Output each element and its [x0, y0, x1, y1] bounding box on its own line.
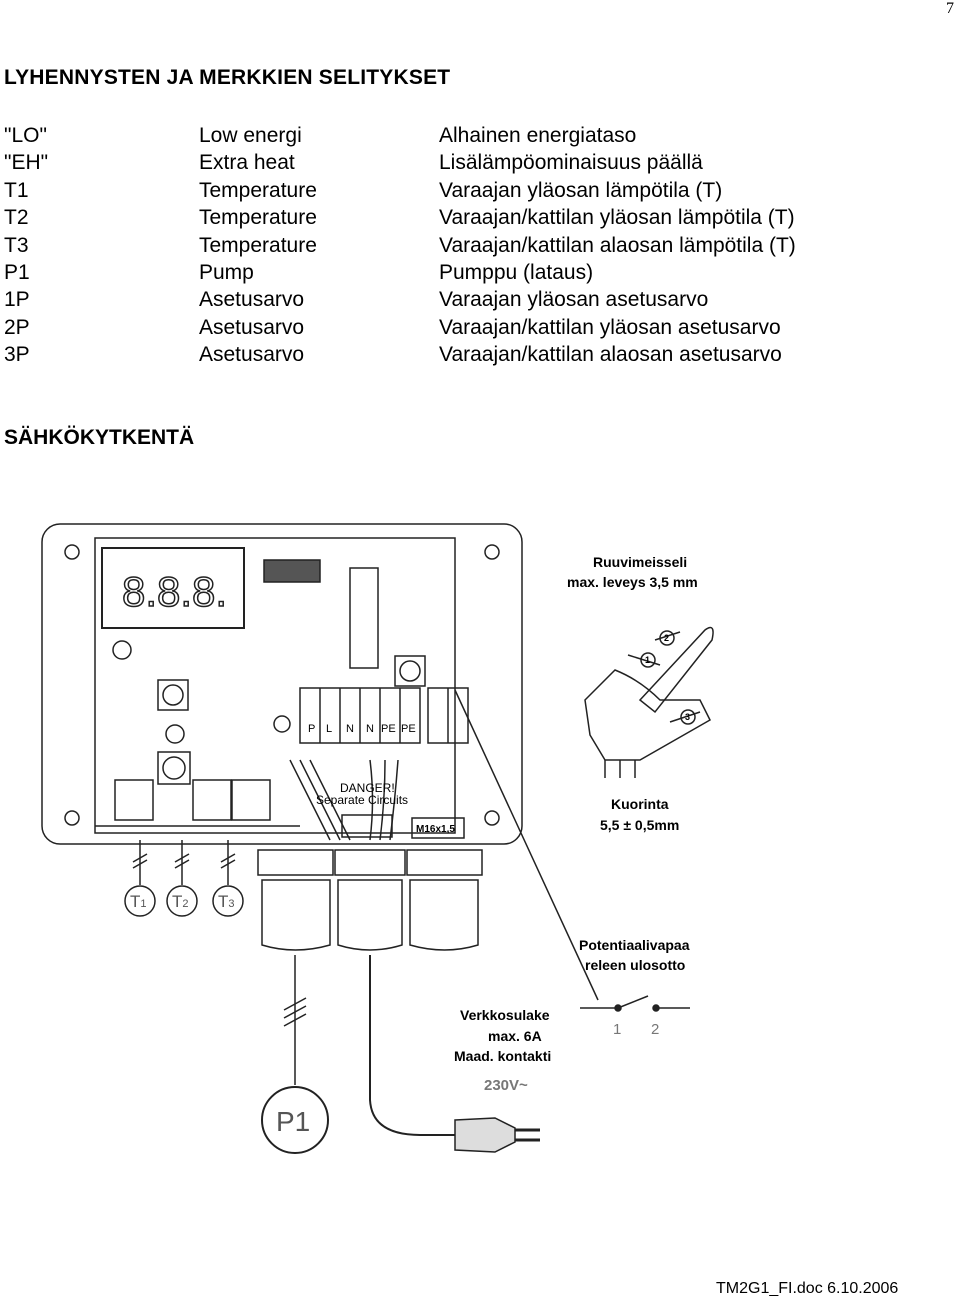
relay-output-label-2: releen ulosotto [585, 957, 685, 973]
abbreviation-code: 3P [4, 343, 30, 367]
cable-gland [406, 849, 483, 876]
page-number: 7 [946, 0, 954, 17]
terminal-detail [584, 669, 711, 761]
circuit-board [94, 537, 456, 834]
abbreviation-finnish: Varaajan yläosan lämpötila (T) [439, 178, 723, 202]
terminal-label: PE [401, 723, 416, 735]
relay-output-label: Potentiaalivapaa [579, 937, 690, 953]
pump-label: P1 [276, 1106, 310, 1137]
fuse-label: Verkkosulake [460, 1007, 550, 1023]
abbreviation-code: 2P [4, 315, 30, 339]
abbreviation-finnish: Varaajan/kattilan alaosan lämpötila (T) [439, 233, 796, 257]
abbreviation-english: Temperature [199, 178, 317, 202]
mounting-hole [64, 810, 80, 826]
screwdriver-width-label: max. leveys 3,5 mm [567, 574, 698, 590]
abbreviation-english: Extra heat [199, 151, 295, 175]
wiring-heading: SÄHKÖKYTKENTÄ [4, 426, 195, 449]
abbreviation-finnish: Varaajan/kattilan yläosan lämpötila (T) [439, 206, 795, 230]
relay-contact-label: 1 [613, 1021, 621, 1038]
screwdriver-label: Ruuvimeisseli [593, 554, 687, 570]
relay-contact-label: 2 [651, 1021, 659, 1038]
sensor-t2-icon [166, 885, 198, 917]
abbreviation-english: Temperature [199, 233, 317, 257]
cable-gland [334, 849, 406, 876]
display-window [101, 547, 245, 629]
potentiometer-3p [394, 655, 426, 687]
gland-label-box [411, 817, 465, 839]
terminal-label: P [308, 723, 315, 735]
sensor-connector [192, 779, 232, 821]
danger-label: DANGER! [340, 781, 395, 795]
step-label: 1 [645, 655, 650, 665]
strip-length-label: 5,5 ± 0,5mm [600, 817, 679, 833]
strip-label: Kuorinta [611, 796, 669, 812]
abbreviation-english: Low energi [199, 124, 302, 147]
abbreviation-code: "LO" [4, 124, 47, 147]
screwdriver-icon [638, 626, 714, 714]
sensor-connector [231, 779, 271, 821]
cable-gland [257, 849, 334, 876]
abbreviation-finnish: Varaajan/kattilan yläosan asetusarvo [439, 315, 781, 339]
abbreviations-heading: LYHENNYSTEN JA MERKKIEN SELITYKSET [4, 66, 451, 89]
enclosure-outline [41, 523, 523, 845]
ic-chip [263, 559, 321, 583]
separate-circuits-label: Separate Circuits [316, 793, 408, 807]
abbreviation-english: Temperature [199, 206, 317, 230]
terminal-label: N [346, 723, 354, 735]
display-digits: 8.8.8. [122, 568, 227, 615]
abbreviation-finnish: Lisälämpöominaisuus päällä [439, 151, 703, 175]
abbreviation-english: Asetusarvo [199, 315, 305, 339]
voltage-label: 230V~ [484, 1077, 528, 1094]
mounting-hole [484, 544, 500, 560]
mains-plug-icon [454, 1117, 516, 1153]
abbreviation-finnish: Varaajan yläosan asetusarvo [439, 288, 709, 312]
terminal-label: L [326, 723, 332, 735]
sensor-t2-label: T2 [172, 892, 189, 911]
abbreviation-code: P1 [4, 260, 30, 284]
terminal-label: PE [381, 723, 396, 735]
abbreviation-finnish: Alhainen energiataso [439, 124, 637, 147]
ic-chip [349, 567, 379, 669]
abbreviation-finnish: Pumppu (lataus) [439, 260, 594, 284]
abbreviation-code: "EH" [4, 151, 49, 175]
abbreviation-english: Asetusarvo [199, 288, 305, 312]
abbreviation-code: T3 [4, 233, 29, 257]
pump-icon [261, 1086, 329, 1154]
sensor-connector [114, 779, 154, 821]
mounting-hole [64, 544, 80, 560]
sensor-t1-label: T1 [130, 892, 147, 911]
sensor-t3-label: T3 [218, 892, 235, 911]
fuse-max-label: max. 6A [488, 1028, 542, 1044]
step-label: 2 [664, 633, 669, 643]
abbreviation-code: 1P [4, 288, 30, 312]
earth-contact-label: Maad. kontakti [454, 1048, 551, 1064]
abbreviation-finnish: Varaajan/kattilan alaosan asetusarvo [439, 343, 782, 367]
potentiometer-1p [157, 679, 189, 711]
mounting-hole [484, 810, 500, 826]
abbreviation-code: T1 [4, 178, 29, 202]
sensor-t3-icon [212, 885, 244, 917]
step-label: 3 [685, 712, 690, 722]
gland-size-label: M16x1,5 [416, 824, 455, 835]
potentiometer-2p [157, 751, 191, 785]
abbreviation-english: Pump [199, 260, 254, 284]
footer-docref: TM2G1_FI.doc 6.10.2006 [716, 1280, 899, 1297]
abbreviation-code: T2 [4, 206, 29, 230]
terminal-label: N [366, 723, 374, 735]
sensor-t1-icon [124, 885, 156, 917]
pointer-line [454, 689, 599, 1001]
abbreviation-english: Asetusarvo [199, 343, 305, 367]
gland-clamp [341, 814, 393, 838]
